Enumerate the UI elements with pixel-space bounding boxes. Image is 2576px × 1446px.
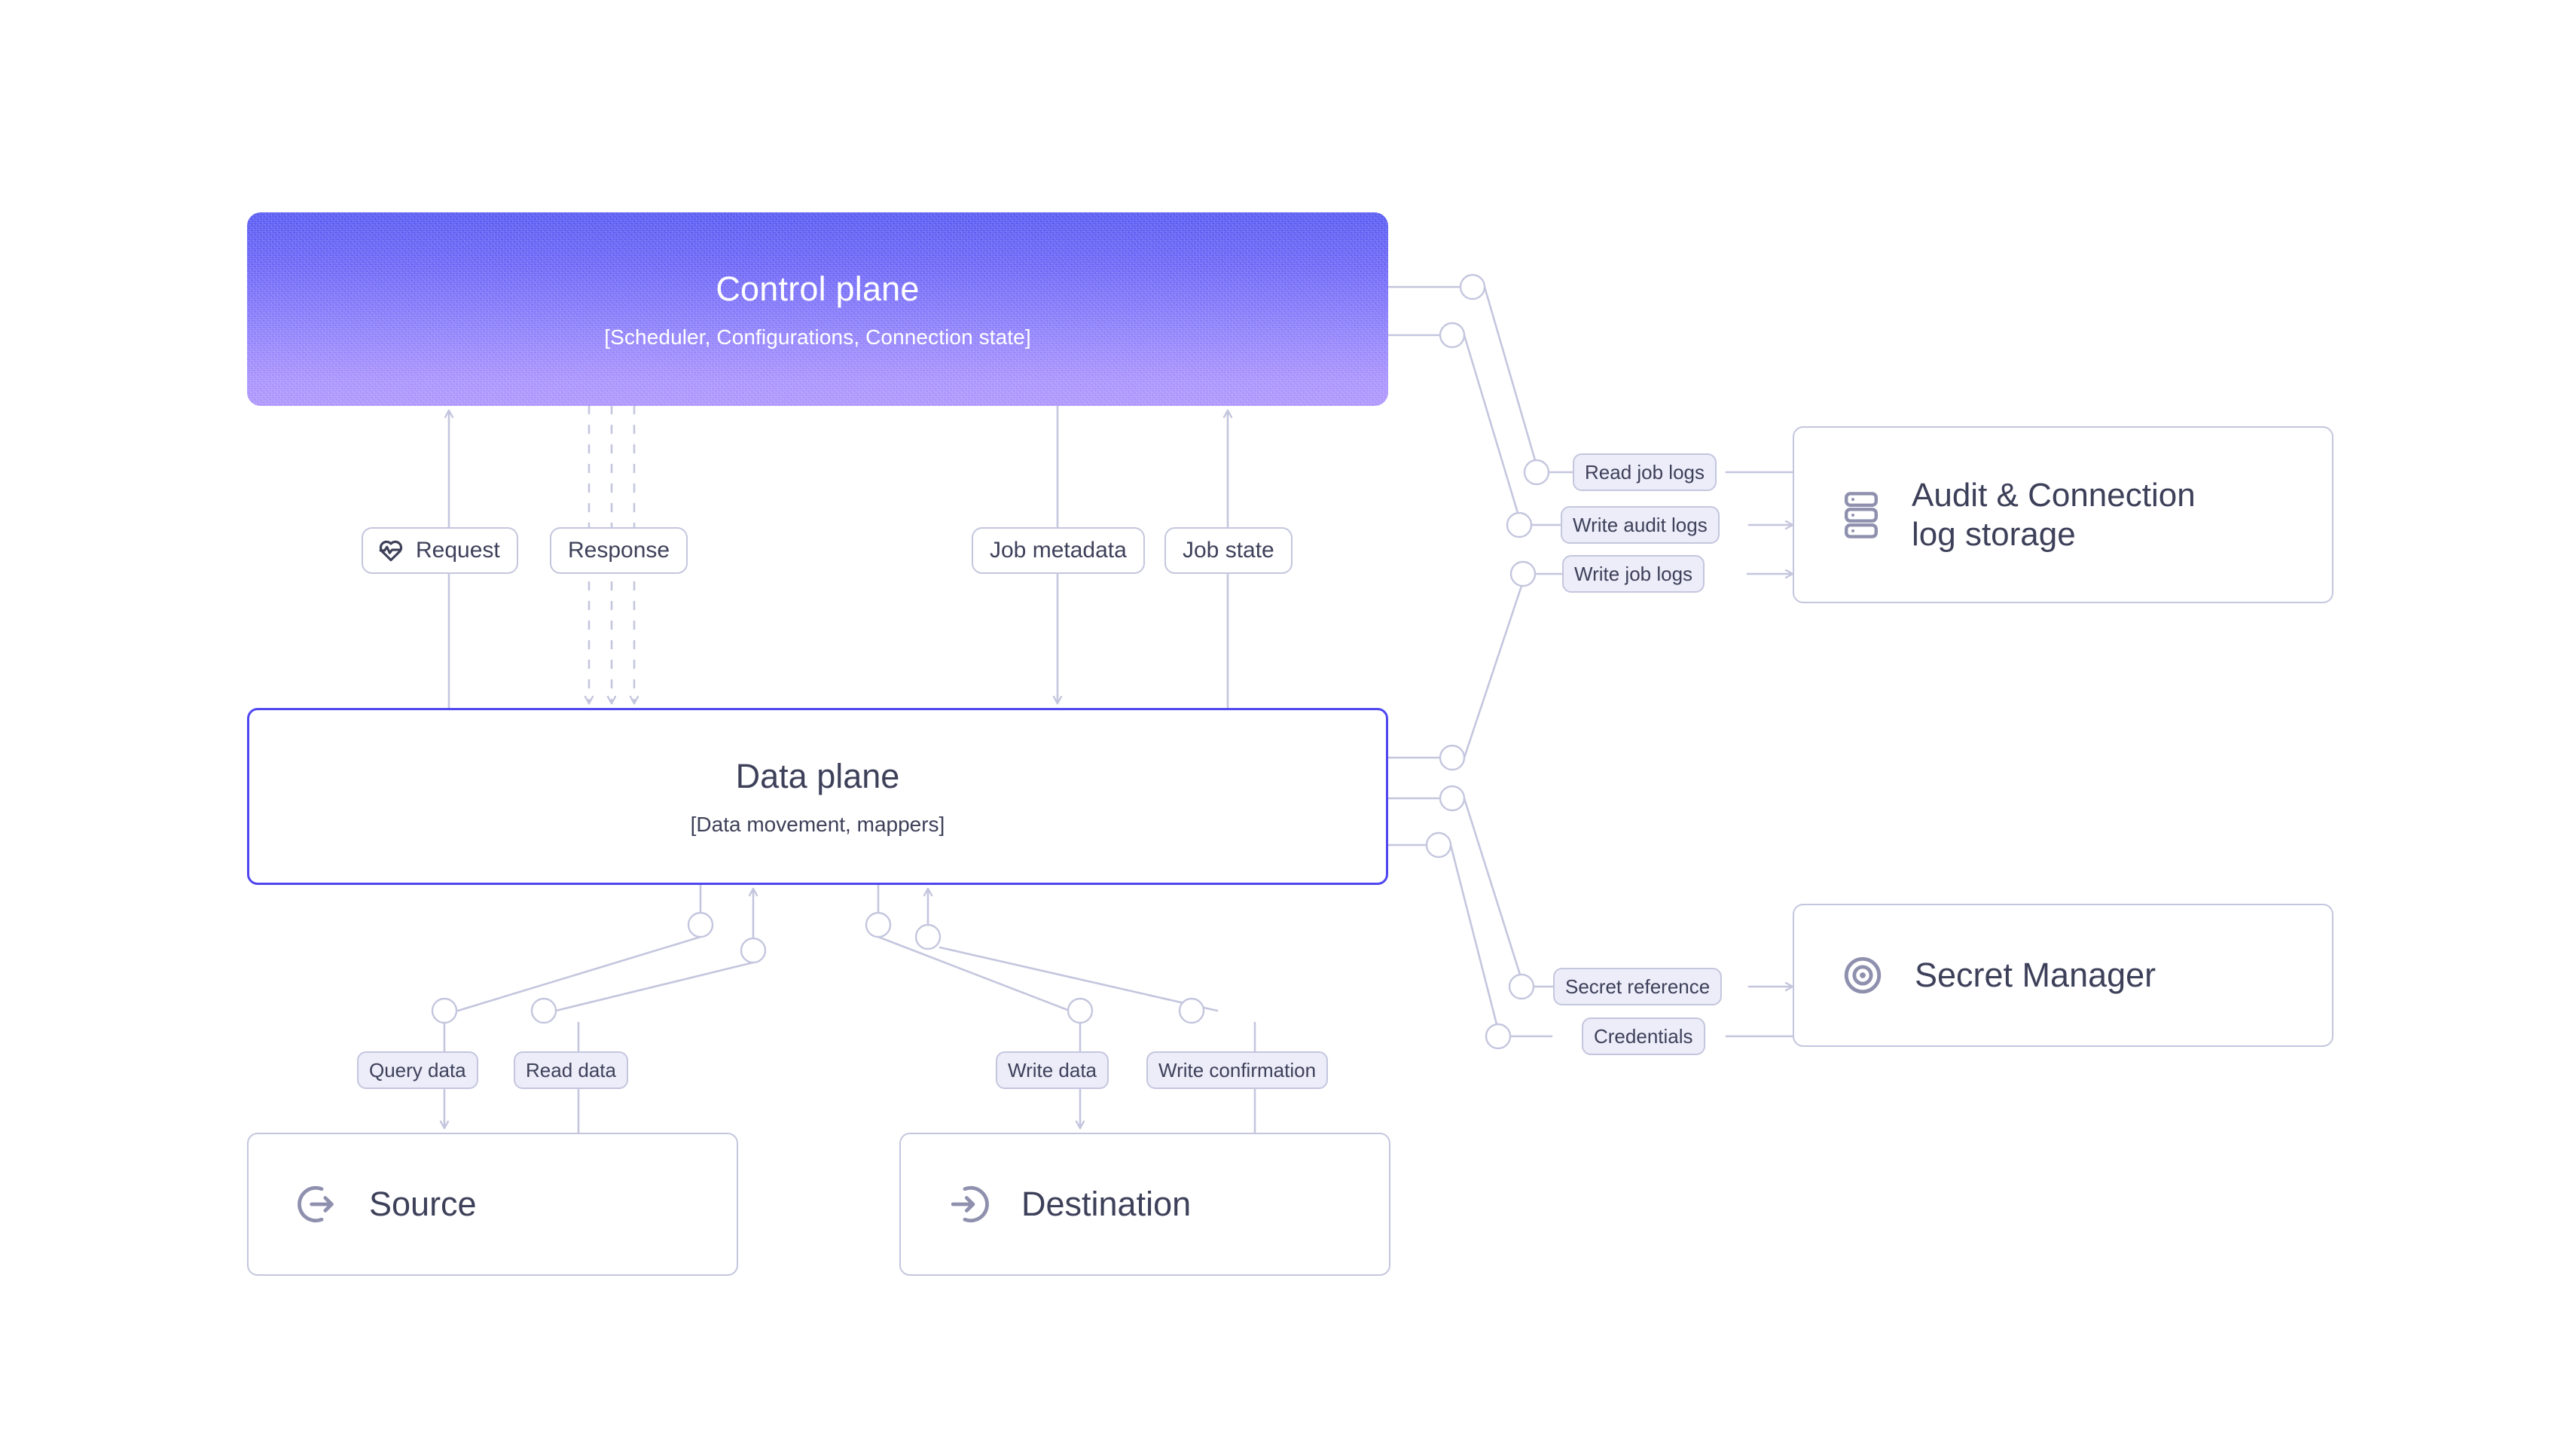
control-plane-subtitle: [Scheduler, Configurations, Connection s… — [604, 325, 1031, 349]
data-plane-title: Data plane — [735, 756, 900, 795]
edge-label-response[interactable]: Response — [550, 527, 688, 574]
audit-log-storage-card[interactable]: Audit & Connection log storage — [1793, 426, 2333, 603]
audit-log-storage-label: Audit & Connection log storage — [1912, 476, 2196, 553]
edge-label-write-confirmation[interactable]: Write confirmation — [1146, 1051, 1329, 1089]
secret-manager-label: Secret Manager — [1915, 956, 2156, 995]
log-out-icon — [295, 1182, 339, 1226]
edge-label-write-audit-logs[interactable]: Write audit logs — [1561, 506, 1720, 544]
data-plane-subtitle: [Data movement, mappers] — [690, 812, 945, 836]
scan-eye-icon — [1841, 953, 1885, 997]
data-plane-box[interactable]: Data plane [Data movement, mappers] — [247, 708, 1388, 885]
edge-label-credentials[interactable]: Credentials — [1582, 1017, 1705, 1055]
source-label: Source — [369, 1185, 477, 1224]
edge-label-job-state[interactable]: Job state — [1164, 527, 1293, 574]
edge-label-read-data[interactable]: Read data — [514, 1051, 628, 1089]
edge-label-read-job-logs[interactable]: Read job logs — [1573, 453, 1717, 491]
server-stack-icon — [1841, 490, 1882, 540]
source-card[interactable]: Source — [247, 1133, 738, 1276]
edge-label-write-data[interactable]: Write data — [996, 1051, 1109, 1089]
edge-label-write-job-logs[interactable]: Write job logs — [1562, 555, 1705, 593]
control-plane-title: Control plane — [716, 269, 920, 308]
destination-label: Destination — [1021, 1185, 1192, 1224]
control-plane-box[interactable]: Control plane [Scheduler, Configurations… — [247, 212, 1388, 406]
destination-card[interactable]: Destination — [899, 1133, 1390, 1276]
edge-label-query-data[interactable]: Query data — [357, 1051, 478, 1089]
edge-label-job-metadata[interactable]: Job metadata — [972, 527, 1145, 574]
secret-manager-card[interactable]: Secret Manager — [1793, 904, 2333, 1047]
edge-label-secret-reference[interactable]: Secret reference — [1553, 968, 1723, 1005]
heart-pulse-icon — [377, 536, 405, 565]
edge-label-request[interactable]: Request — [362, 527, 518, 574]
log-in-icon — [948, 1182, 991, 1226]
